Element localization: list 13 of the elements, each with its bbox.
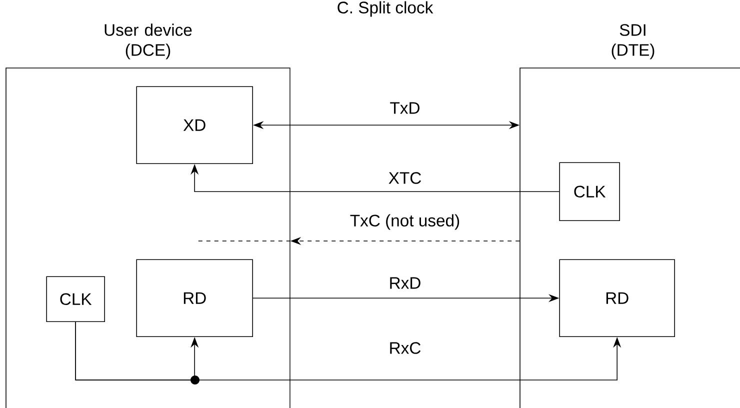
edge-label: RxD <box>390 277 420 289</box>
title: C. Split clock <box>338 1 434 17</box>
block-box: RD <box>559 259 675 337</box>
edge-label: TxD <box>390 102 420 114</box>
edge-label: XTC <box>388 172 422 184</box>
node-label: SDI (DTE) <box>612 24 654 60</box>
edge-label: TxC (not used) <box>350 214 460 230</box>
block-box: XD <box>136 86 253 164</box>
block-box: RD <box>136 259 253 337</box>
clock-box: CLK <box>46 276 105 322</box>
clock-box: CLK <box>559 162 620 221</box>
node-label: User device (DCE) <box>104 24 192 60</box>
edge-label: RxC <box>390 342 421 354</box>
